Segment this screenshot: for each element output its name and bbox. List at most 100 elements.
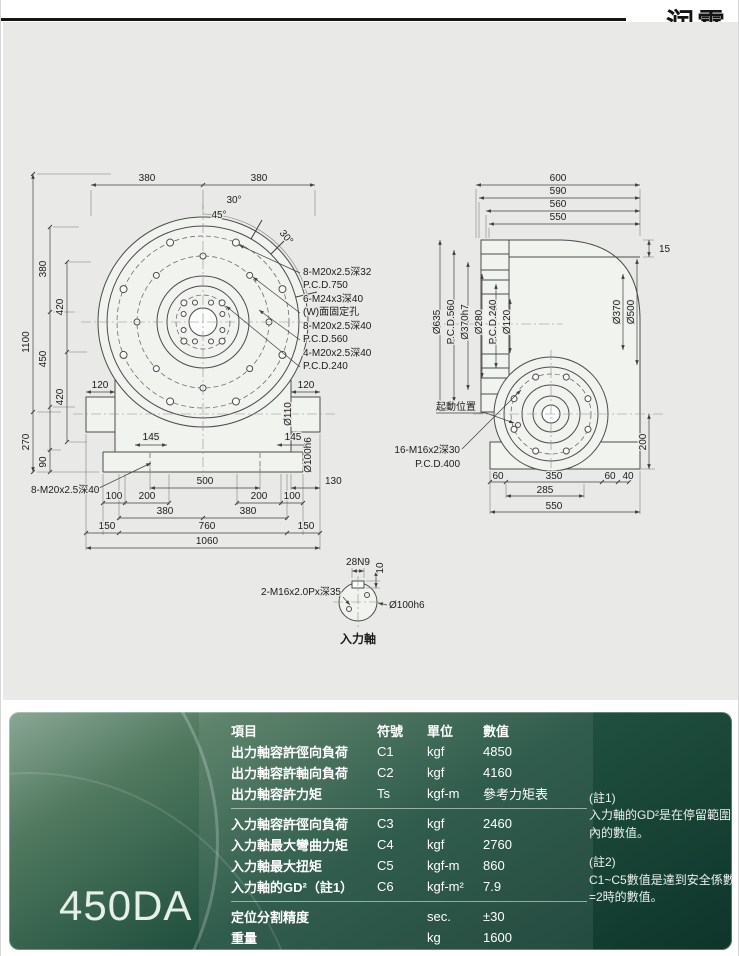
table-row: 入力軸的GD²（註1） C6 kgf-m² 7.9 <box>231 876 587 897</box>
spec-unit: kgf <box>427 765 445 780</box>
engineering-drawing: 380 380 30° 45° 30° 1100 270 380 450 90 … <box>20 171 672 648</box>
dim-label: Ø100h6 <box>303 437 314 473</box>
spec-unit: kgf-m <box>427 786 460 801</box>
decorative-arc <box>9 712 219 950</box>
spec-value: 參考力矩表 <box>483 787 549 802</box>
dim-label: Ø370 <box>612 299 623 324</box>
spec-symbol: C5 <box>377 858 394 873</box>
spec-item: 出力軸容許徑向負荷 <box>231 745 349 760</box>
spec-value: ±30 <box>483 909 505 924</box>
note-2: (註2) C1~C5數值是達到安全係數=2時的數值。 <box>589 854 732 906</box>
col-header-value: 數值 <box>483 724 510 739</box>
spec-symbol: C4 <box>377 837 394 852</box>
spec-symbol: C6 <box>377 879 394 894</box>
dim-label: Ø280 <box>474 309 485 334</box>
col-header-item: 項目 <box>231 724 258 739</box>
dim-label: 380 <box>251 173 268 184</box>
shaft-detail-drawing: 28N9 10 2-M16x2.0Px深35 Ø100h6 入力軸 <box>260 556 427 648</box>
dim-label: 90 <box>38 456 49 468</box>
dim-label: 600 <box>550 173 567 184</box>
note-text: 入力軸的GD²是在停留範圍內的數值。 <box>589 808 731 840</box>
dim-label: 200 <box>638 433 649 450</box>
dim-label: Ø635 <box>432 309 443 334</box>
table-row: 定位分割精度 sec. ±30 <box>231 906 587 927</box>
note-tag: (註1) <box>589 791 616 805</box>
spec-value: 1600 <box>483 930 512 945</box>
spec-item: 入力軸容許徑向負荷 <box>231 817 349 832</box>
angle-label: 45° <box>211 210 226 221</box>
table-row: 入力軸最大彎曲力矩 C4 kgf 2760 <box>231 834 587 855</box>
dim-label: 550 <box>550 212 567 223</box>
dim-label: 590 <box>550 186 567 197</box>
callout-label: 2-M16x2.0Px深35 <box>261 586 341 598</box>
dim-label: 145 <box>143 432 160 443</box>
spec-unit: sec. <box>427 909 451 924</box>
dim-label: 560 <box>550 199 567 210</box>
spec-item: 入力軸最大扭矩 <box>231 859 323 874</box>
callout-label: 8-M20x2.5深32 <box>303 266 372 278</box>
front-view-drawing: 380 380 30° 45° 30° 1100 270 380 450 90 … <box>20 171 373 550</box>
table-row: 出力軸容許軸向負荷 C2 kgf 4160 <box>231 762 587 783</box>
dim-label: 120 <box>298 380 315 391</box>
spec-item: 入力軸的GD²（註1） <box>231 880 354 895</box>
bolt-holes <box>510 373 592 455</box>
dim-label: Ø500 <box>626 299 637 324</box>
spec-symbol: C2 <box>377 765 394 780</box>
dim-label: 760 <box>199 521 216 532</box>
dim-label: 40 <box>622 471 634 482</box>
dim-label: 100 <box>284 491 301 502</box>
spec-value: 2460 <box>483 816 512 831</box>
spec-item: 入力軸最大彎曲力矩 <box>231 838 349 853</box>
dim-label: 420 <box>55 298 66 315</box>
callout-label: 6-M24x3深40 <box>303 293 363 305</box>
callout-label: (W)面固定孔 <box>303 305 359 318</box>
spec-item: 出力軸容許軸向負荷 <box>231 766 349 781</box>
callout-label: 8-M20x2.5深40 <box>303 320 372 332</box>
dim-label: 285 <box>537 485 554 496</box>
dim-label: 145 <box>285 432 302 443</box>
header-rule <box>1 18 626 21</box>
dim-label: 28N9 <box>346 557 370 568</box>
spec-unit: kgf <box>427 837 445 852</box>
callout-label: P.C.D.750 <box>303 280 348 291</box>
spec-unit: kgf <box>427 744 445 759</box>
table-row: 出力軸容許徑向負荷 C1 kgf 4850 <box>231 741 587 762</box>
dim-label: P.C.D.560 <box>446 299 457 344</box>
callout-label: P.C.D.400 <box>415 459 460 470</box>
shaft-detail-labels: 28N9 10 2-M16x2.0Px深35 Ø100h6 入力軸 <box>260 556 427 648</box>
dim-label: Ø110 <box>283 402 294 426</box>
callout-label: P.C.D.560 <box>303 334 348 345</box>
spec-item: 出力軸容許力矩 <box>231 787 323 802</box>
angle-label: 30° <box>226 195 241 206</box>
table-row: 出力軸容許力矩 Ts kgf-m 參考力矩表 <box>231 783 587 804</box>
col-header-unit: 單位 <box>427 724 454 739</box>
dim-label: 100 <box>106 491 123 502</box>
dim-label: 1060 <box>196 536 219 547</box>
dim-label: 380 <box>240 506 257 517</box>
spec-value: 860 <box>483 858 505 873</box>
table-separator <box>231 901 587 902</box>
dim-label: 60 <box>604 471 616 482</box>
dim-label: 130 <box>325 476 342 487</box>
table-row: 入力軸容許徑向負荷 C3 kgf 2460 <box>231 813 587 834</box>
start-position-label: 起動位置 <box>436 400 476 413</box>
spec-symbol: C1 <box>377 744 394 759</box>
notes-column: (註1) 入力軸的GD²是在停留範圍內的數值。 (註2) C1~C5數值是達到安… <box>589 790 732 918</box>
dim-label: 1100 <box>21 331 32 353</box>
table-background <box>199 712 593 950</box>
dim-label: Ø120 <box>502 309 513 334</box>
side-view-labels: 600 590 560 550 15 Ø635 P.C.D.560 Ø370h7… <box>393 172 672 514</box>
input-shaft-label: 入力軸 <box>340 631 376 646</box>
spec-value: 2760 <box>483 837 512 852</box>
spec-unit: kgf <box>427 816 445 831</box>
input-shaft-boss-left <box>85 396 116 433</box>
dim-label: 270 <box>21 433 32 450</box>
dim-label: 550 <box>546 501 563 512</box>
dim-label: Ø100h6 <box>389 600 425 611</box>
table-header-row: 項目 符號 單位 數值 <box>231 720 587 741</box>
dim-label: 15 <box>659 244 671 255</box>
spec-value: 4160 <box>483 765 512 780</box>
table-row: 入力軸最大扭矩 C5 kgf-m 860 <box>231 855 587 876</box>
dim-label: 60 <box>492 471 504 482</box>
model-name: 450DA <box>59 882 193 929</box>
